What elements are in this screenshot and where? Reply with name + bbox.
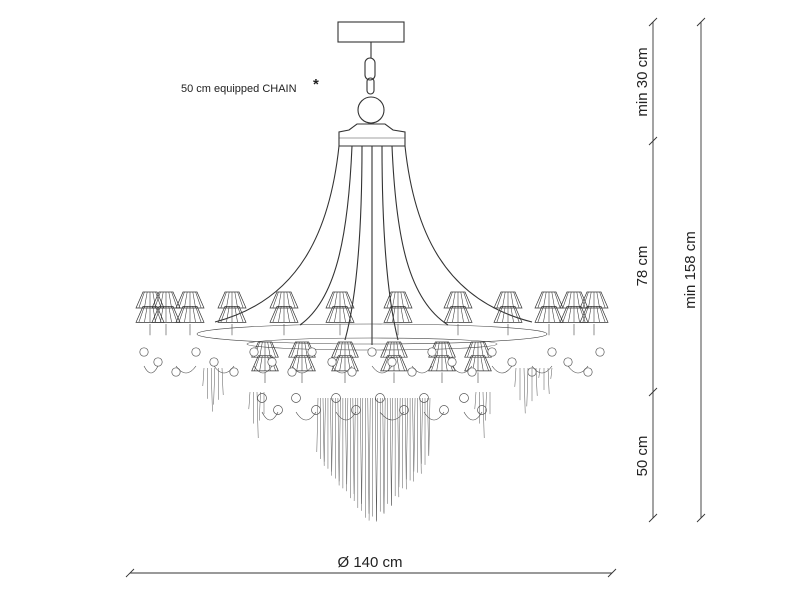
crystal-drop: [427, 347, 437, 357]
crystal-swag: [567, 365, 589, 374]
crystal-swag: [335, 411, 357, 421]
crystal-swag: [411, 365, 433, 374]
diameter-dimension: Ø 140 cm: [125, 554, 617, 578]
crystal-drops: [139, 347, 605, 421]
crystal-swag: [491, 365, 513, 374]
crystal-swag: [331, 365, 353, 374]
crystal-drop: [419, 393, 429, 403]
crystal-swag: [531, 365, 553, 374]
crystal-drop: [507, 357, 517, 367]
crystal-drop: [171, 367, 181, 377]
crystal-drop: [229, 367, 239, 377]
dim-total-label: min 158 cm: [682, 231, 699, 309]
crystal-drop: [487, 347, 497, 357]
crystal-drop: [583, 367, 593, 377]
lampshade: [217, 291, 247, 336]
cage-arms: [196, 145, 548, 351]
crystal-drop: [547, 347, 557, 357]
height-section-dimension: min 30 cm 78 cm 50 cm: [634, 17, 658, 523]
crystal-drop: [273, 405, 283, 415]
fringe-group: [474, 391, 491, 439]
lampshade: [534, 291, 564, 336]
crystal-drop: [477, 405, 487, 415]
lampshade: [383, 291, 413, 336]
crystal-drop: [311, 405, 321, 415]
crystal-drop: [367, 347, 377, 357]
lampshade: [443, 291, 473, 336]
crystal-drop: [447, 357, 457, 367]
lampshade: [464, 341, 492, 384]
chain: [357, 42, 385, 124]
crystal-drop: [191, 347, 201, 357]
lampshade: [380, 341, 408, 384]
crystal-swag: [295, 411, 317, 421]
crystal-drop: [439, 405, 449, 415]
crystal-drop: [307, 347, 317, 357]
crystal-drop: [595, 347, 605, 357]
lampshade: [288, 341, 316, 384]
crystal-swag: [253, 365, 273, 374]
lampshade: [579, 291, 609, 336]
crystal-swag: [261, 411, 279, 421]
dim-body-label: 78 cm: [634, 246, 651, 287]
crystal-drop: [459, 393, 469, 403]
dim-fringe-label: 50 cm: [634, 436, 651, 477]
crystal-drop: [267, 357, 277, 367]
crystal-swag: [379, 411, 405, 421]
crystal-drop: [209, 357, 219, 367]
chain-fringe: [202, 367, 553, 522]
crystal-drop: [249, 347, 259, 357]
crystal-swag: [291, 365, 313, 374]
crystal-swag: [463, 411, 483, 421]
lampshade: [135, 291, 165, 336]
lampshade: [151, 291, 181, 336]
crystal-drop: [407, 367, 417, 377]
crystal-drop: [139, 347, 149, 357]
crystal-swag: [371, 365, 393, 374]
diameter-label: Ø 140 cm: [337, 554, 402, 571]
crystal-swag: [213, 365, 235, 374]
crystal-swag: [423, 411, 445, 421]
total-height-dimension: min 158 cm: [682, 17, 706, 523]
crystal-drop: [331, 393, 341, 403]
crystal-swag: [175, 365, 197, 374]
fringe-group: [202, 367, 224, 412]
ceiling-canopy: [337, 21, 405, 43]
chain-note: 50 cm equipped CHAIN: [181, 83, 297, 95]
fringe-group: [316, 397, 431, 522]
lampshade: [325, 291, 355, 336]
crystal-drop: [327, 357, 337, 367]
fringe-group: [538, 367, 553, 394]
crystal-swag: [143, 365, 159, 374]
lampshades: [135, 291, 609, 384]
lampshade: [559, 291, 589, 336]
crystal-drop: [347, 367, 357, 377]
crystal-drop: [257, 393, 267, 403]
lampshade: [269, 291, 299, 336]
lampshade: [175, 291, 205, 336]
crystal-drop: [291, 393, 301, 403]
crystal-swag: [451, 365, 473, 374]
crystal-drop: [467, 367, 477, 377]
crystal-drop: [563, 357, 573, 367]
crystal-drop: [399, 405, 409, 415]
crown: [338, 123, 406, 147]
crystal-drop: [287, 367, 297, 377]
lampshade: [493, 291, 523, 336]
crystal-drop: [153, 357, 163, 367]
fringe-group: [514, 367, 538, 414]
fringe-group: [248, 391, 265, 439]
crystal-drop: [387, 357, 397, 367]
dim-chain-label: min 30 cm: [634, 47, 651, 116]
chain-note-asterisk: *: [313, 76, 319, 93]
